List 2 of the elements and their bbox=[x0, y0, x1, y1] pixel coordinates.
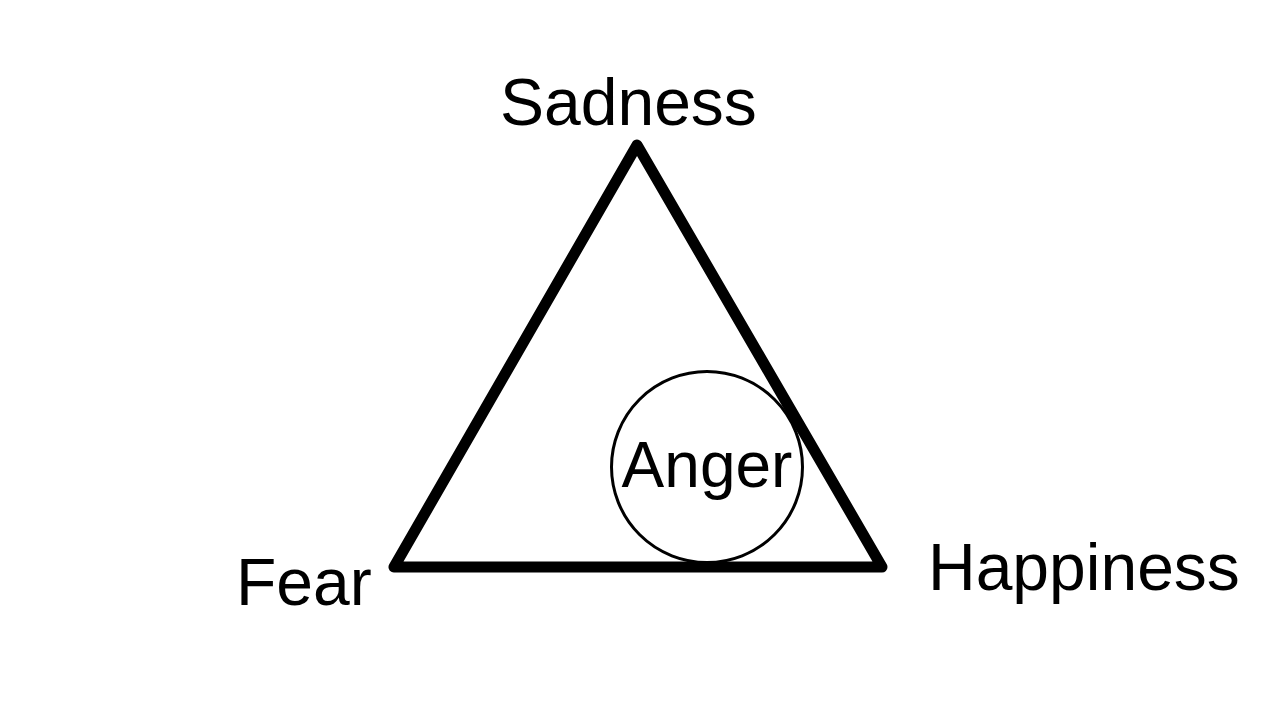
emotion-label: Sadness bbox=[500, 69, 757, 135]
emotion-label: Fear bbox=[236, 549, 372, 615]
